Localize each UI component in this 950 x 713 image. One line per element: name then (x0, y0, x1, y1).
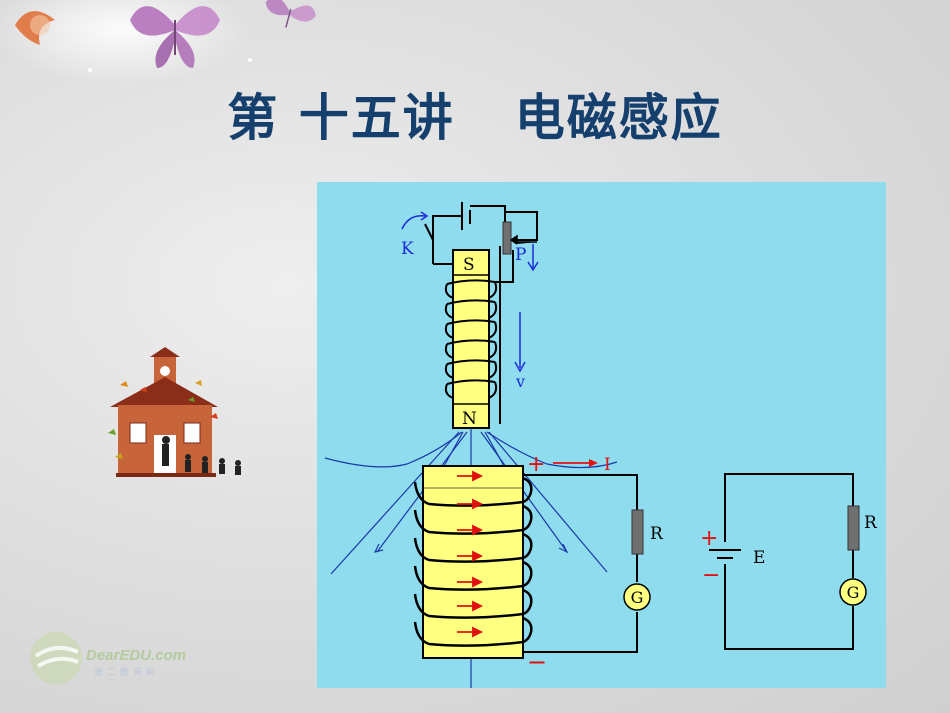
slide-title: 第 十五讲电磁感应 (0, 78, 950, 150)
switch-k-arrow (401, 215, 426, 230)
induced-current-arrows (457, 470, 484, 638)
label-r-left: R (650, 524, 664, 544)
watermark-brand: DearEDU.com (86, 647, 186, 664)
label-plus-top: + (527, 452, 545, 477)
title-part-1: 第 十五讲 (227, 88, 455, 147)
galvanometer-left (623, 583, 651, 611)
label-g-left: G (631, 588, 644, 607)
label-pole-n: N (462, 409, 477, 429)
label-g-right: G (847, 583, 860, 602)
diagram-background (317, 182, 886, 688)
equivalent-circuit-wires (724, 473, 854, 650)
dearedu-logo: DearEDU.com 第二教育网 (30, 632, 186, 684)
switch-k (424, 223, 434, 241)
butterfly-decoration (0, 0, 316, 85)
label-pole-s: S (463, 255, 475, 275)
lower-coil-windings (413, 476, 533, 647)
rheostat (502, 221, 512, 255)
label-v: v (515, 372, 525, 391)
galvanometer-right (839, 578, 867, 606)
label-p: P (515, 245, 526, 265)
label-battery-minus: − (702, 563, 720, 588)
battery-primary (461, 202, 471, 230)
label-emf: E (753, 548, 765, 568)
school-house-clipart (108, 347, 241, 477)
label-k: K (401, 239, 414, 259)
resistor-right (847, 505, 860, 551)
primary-circuit-wires (432, 205, 538, 424)
magnet-solenoid (452, 249, 490, 429)
label-battery-plus: + (700, 526, 718, 551)
upper-coil-windings (444, 279, 498, 399)
label-minus-bottom: − (527, 648, 547, 676)
title-part-2: 电磁感应 (514, 88, 723, 147)
electromagnetic-induction-diagram: K P S N (317, 182, 886, 688)
resistor-left (631, 509, 644, 555)
watermark-sub: 第二教育网 (94, 666, 159, 678)
secondary-circuit-wires (523, 474, 638, 653)
label-r-right: R (864, 513, 878, 533)
battery-equivalent (709, 549, 741, 559)
label-current-i: I (604, 455, 611, 475)
